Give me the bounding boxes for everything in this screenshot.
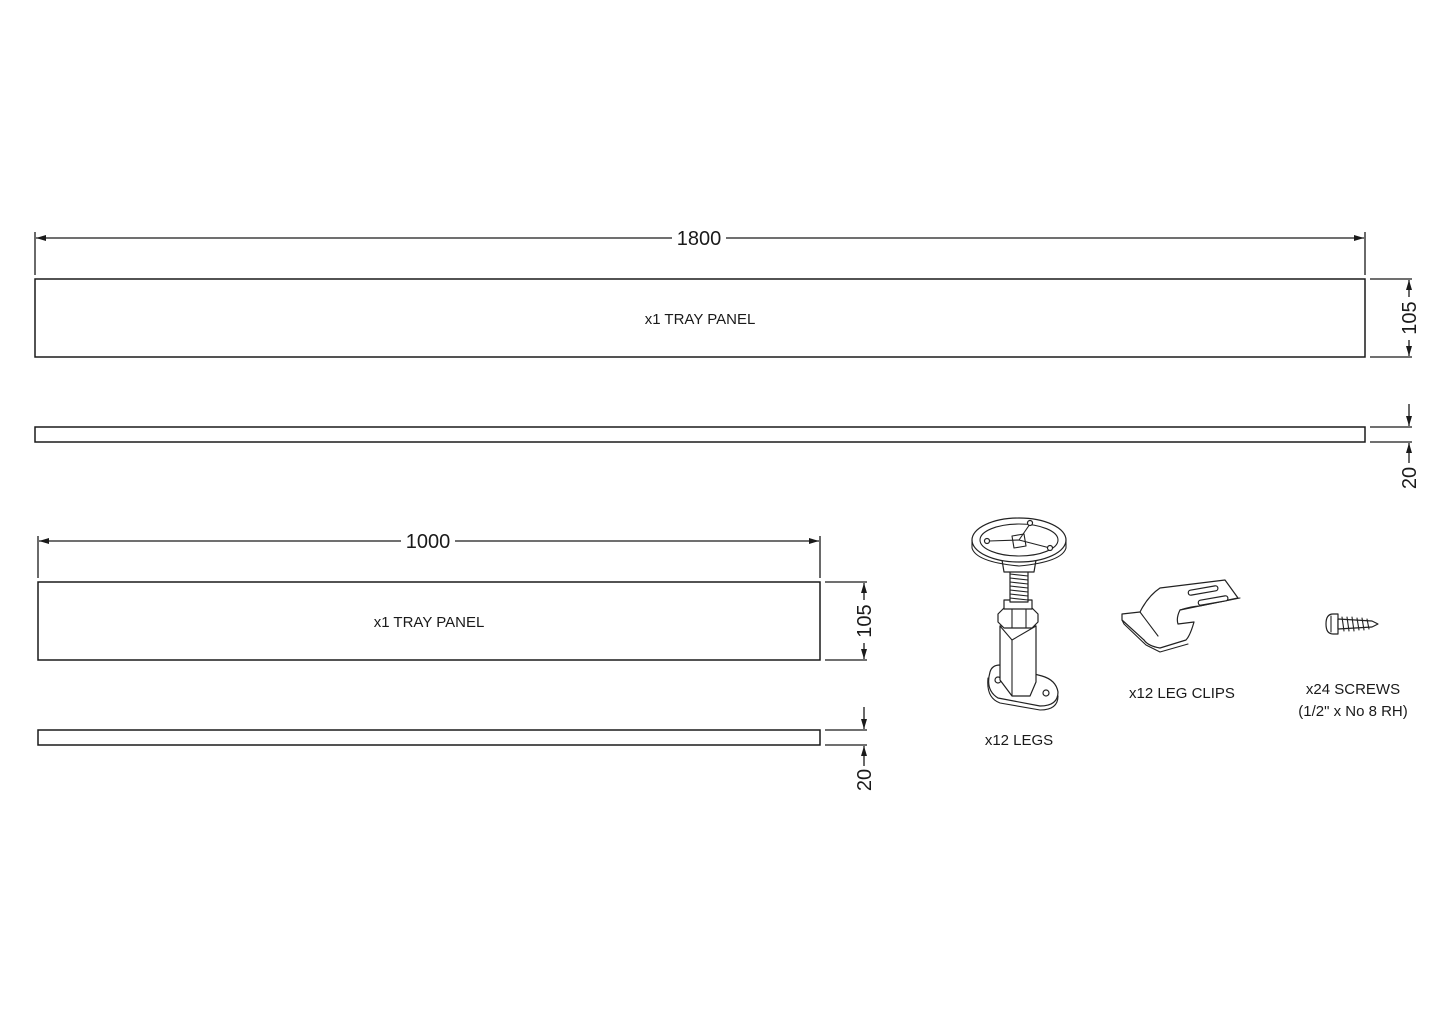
- tray-panel-long-front: [34, 278, 1366, 358]
- tray-panel-short-edge: [37, 729, 821, 746]
- dimension-height-long: 105: [1399, 301, 1421, 334]
- tray-panel-short-front: [37, 581, 821, 661]
- dimension-length-short: 1000: [406, 531, 451, 553]
- screw-icon: [1325, 613, 1379, 635]
- panel-long-group: 1800 x1 TRAY PANEL 105 20: [34, 228, 1421, 489]
- legs-label: x12 LEGS: [985, 732, 1053, 749]
- adjustable-leg-icon: [971, 517, 1067, 711]
- panel-short-group: 1000 x1 TRAY PANEL 105 20: [37, 531, 876, 791]
- dimension-length-long: 1800: [677, 228, 722, 250]
- screws-label: x24 SCREWS: [1306, 681, 1400, 698]
- tray-panel-long-edge: [34, 426, 1366, 443]
- screws-sublabel: (1/2" x No 8 RH): [1298, 703, 1408, 720]
- dimension-height-short: 105: [854, 604, 876, 637]
- tray-panel-short-label: x1 TRAY PANEL: [374, 614, 485, 631]
- dimension-thickness-short: 20: [854, 769, 876, 791]
- tray-panel-long-label: x1 TRAY PANEL: [645, 311, 756, 328]
- leg-clip-icon: [1121, 579, 1241, 653]
- dimension-thickness-long: 20: [1399, 467, 1421, 489]
- leg-clips-label: x12 LEG CLIPS: [1129, 685, 1235, 702]
